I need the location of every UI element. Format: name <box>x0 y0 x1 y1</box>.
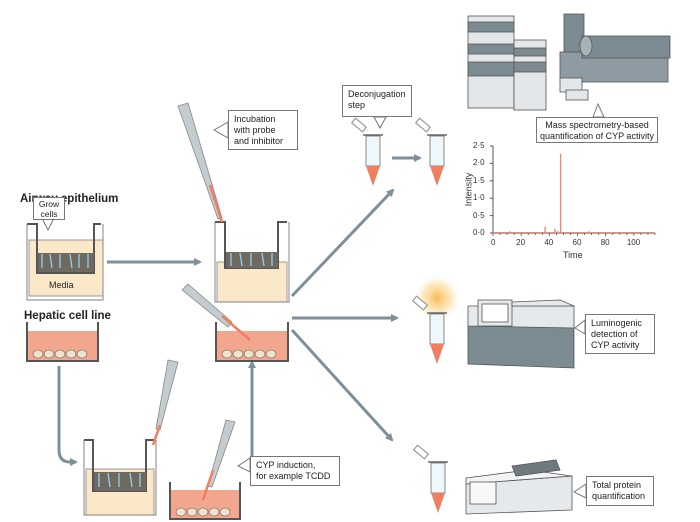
tube-luminogenic <box>412 295 447 364</box>
callout-line: cells <box>40 209 58 219</box>
callout-line: Luminogenic <box>591 318 643 328</box>
pipette-hepatic <box>181 283 251 341</box>
x-tick-label: 80 <box>600 238 610 247</box>
chromatogram-chart <box>490 145 656 236</box>
pipette-induction <box>201 419 236 501</box>
callout-line: step <box>348 100 366 110</box>
callout-line: and inhibitor <box>234 136 284 146</box>
x-tick-label: 0 <box>491 238 496 247</box>
luminescence-glow <box>413 274 461 322</box>
plate-reader <box>465 459 573 515</box>
luminometer <box>467 299 575 369</box>
callout-line: Deconjugation <box>348 89 406 99</box>
induction-dish <box>169 482 241 520</box>
callout-line: Mass spectrometry-based <box>545 120 649 130</box>
callout-grow-cells: Grow cells <box>33 197 65 220</box>
y-axis-label: Intensity <box>463 172 474 207</box>
arrow-to-total-protein <box>290 328 394 442</box>
arrow-induction-to-incubation <box>241 360 256 467</box>
callout-total-protein: Total protein quantification <box>586 476 654 506</box>
hepatic-dish <box>26 322 99 362</box>
y-tick-label: 0·0 <box>473 228 485 237</box>
x-tick-label: 20 <box>516 238 526 247</box>
label-hepatic-cell-line: Hepatic cell line <box>24 310 111 322</box>
coculture-transwell <box>83 439 157 516</box>
callout-line: quantification of CYP activity <box>540 131 654 141</box>
mass-spectrometer <box>467 13 671 111</box>
hepatic-dish-center <box>215 322 289 362</box>
label-media: Media <box>49 280 74 290</box>
callout-line: Grow <box>38 199 60 209</box>
callout-mass-spec: Mass spectrometry-based quantification o… <box>536 117 658 143</box>
x-tick-label: 60 <box>572 238 582 247</box>
callout-line: detection of <box>591 329 638 339</box>
tube-deconjugation-2 <box>415 117 447 186</box>
pipette-incubation <box>177 102 224 223</box>
x-axis-label: Time <box>563 250 583 260</box>
arrow-hepatic-to-coculture <box>57 366 78 466</box>
callout-cyp-induction: CYP induction, for example TCDD <box>250 456 340 486</box>
incubation-transwell <box>214 221 290 303</box>
y-tick-label: 2·5 <box>473 141 485 150</box>
callout-line: Incubation <box>234 114 276 124</box>
tube-deconjugation-1 <box>351 117 383 186</box>
x-tick-label: 100 <box>626 238 641 247</box>
callout-line: CYP activity <box>591 340 640 350</box>
callout-incubation: Incubation with probe and inhibitor <box>228 110 298 150</box>
x-tick-label: 40 <box>544 238 554 247</box>
pipette-coculture <box>151 359 179 446</box>
airway-transwell <box>26 223 104 301</box>
y-tick-label: 1·5 <box>473 175 485 185</box>
callout-line: Total protein <box>592 480 642 490</box>
callout-line: CYP induction, <box>256 460 316 470</box>
callout-line: with probe <box>234 125 276 135</box>
y-tick-label: 0·5 <box>473 210 485 220</box>
callout-line: quantification <box>592 491 646 501</box>
arrow-to-deconjugation <box>290 188 395 298</box>
y-tick-label: 1·0 <box>473 193 485 203</box>
callout-pointers <box>41 102 605 499</box>
callout-deconjugation: Deconjugation step <box>342 85 412 117</box>
y-tick-label: 2·0 <box>473 158 485 168</box>
tube-total-protein <box>413 444 448 513</box>
callout-luminogenic: Luminogenic detection of CYP activity <box>585 314 655 354</box>
callout-line: for example TCDD <box>256 471 331 481</box>
